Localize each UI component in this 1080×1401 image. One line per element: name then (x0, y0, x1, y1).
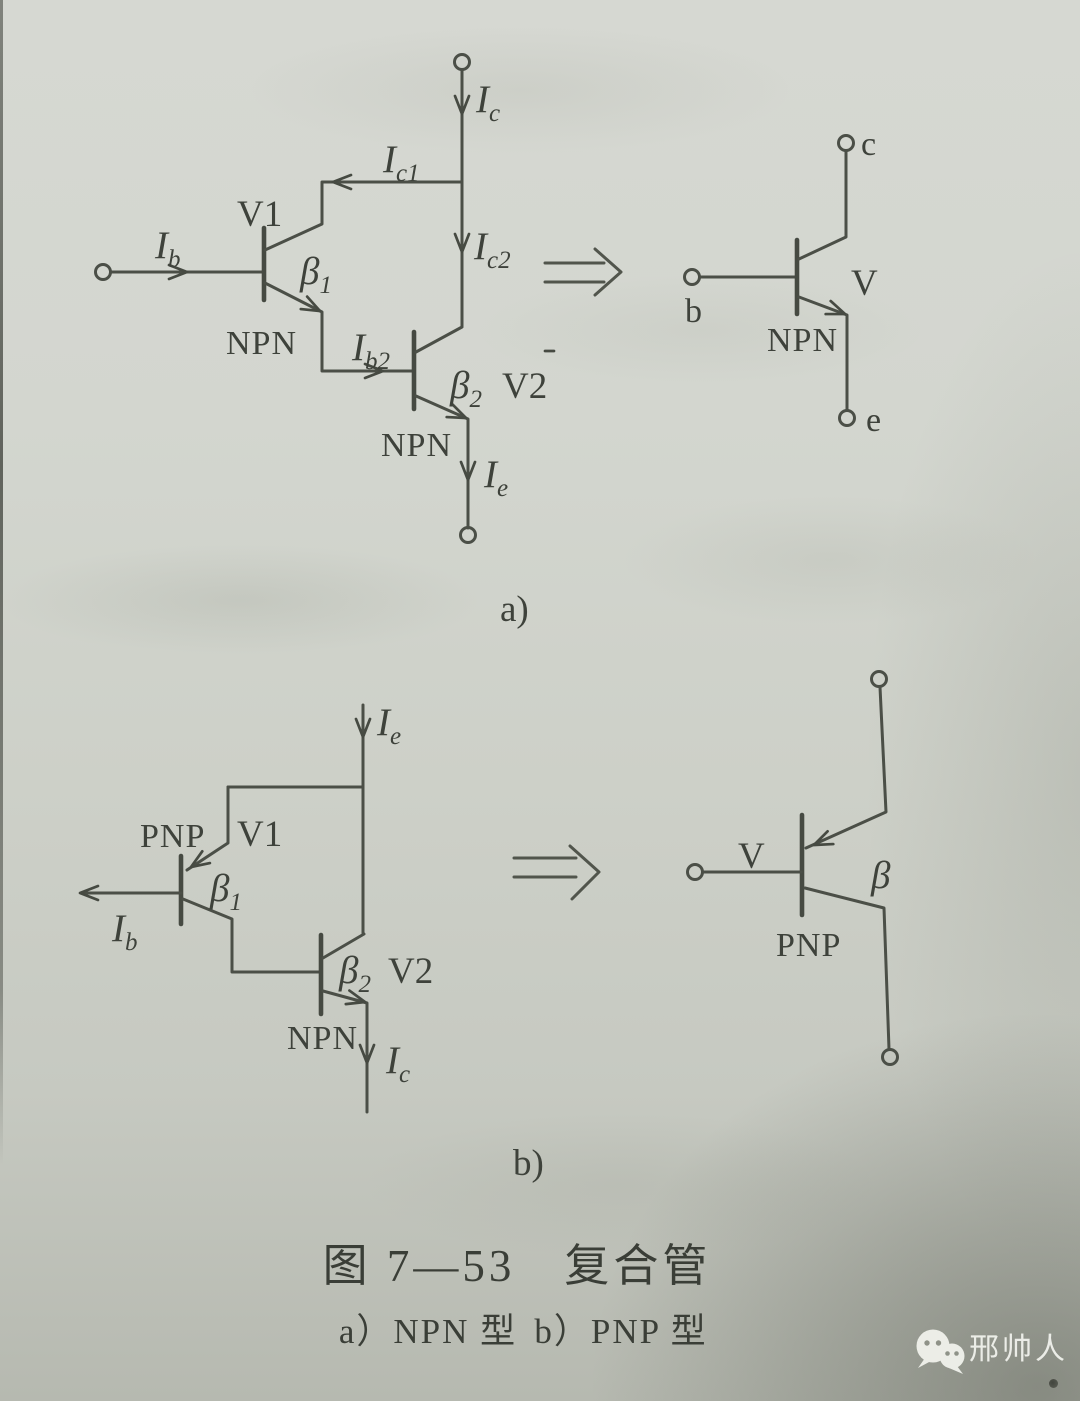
implies-chevron (593, 247, 623, 297)
base-terminal-node (686, 863, 704, 881)
ie-label: Ie (376, 701, 401, 750)
ie-label: Ie (483, 453, 508, 502)
collector-terminal-node (881, 1048, 899, 1066)
equivalent-name-label: V (851, 263, 878, 304)
collector-wire (797, 149, 848, 261)
ib-label: Ib (154, 224, 181, 273)
collector-terminal-node (453, 53, 471, 71)
watermark-text: 邢帅人 (969, 1333, 1068, 1366)
ic2-label: Ic2 (473, 225, 511, 274)
figure-caption: 图 7—53 复合管 a）NPN 型 b）PNP 型 (323, 1241, 712, 1351)
ib-label: Ib (111, 907, 138, 956)
v1-type-label: NPN (226, 325, 297, 362)
v1-type-label: PNP (140, 818, 205, 855)
v2-collector-wire (414, 325, 464, 354)
v2-beta-label: β2 (338, 949, 371, 998)
implies-arrow-b (512, 844, 601, 901)
emitter-terminal-node (459, 526, 477, 544)
v2-collector-wire (321, 932, 366, 960)
v1-beta-label: β1 (209, 867, 242, 916)
caption-title: 图 7—53 复合管 (323, 1241, 712, 1291)
v2-emitter-wire (321, 989, 369, 1114)
equivalent-name-label: V (738, 836, 765, 877)
equivalent-type-label: PNP (776, 927, 841, 964)
implies-arrow-a (543, 247, 623, 297)
v1-emitter-to-v2-base-wire (263, 281, 415, 373)
terminal-b-label: b (685, 293, 702, 330)
base-terminal-node (683, 268, 701, 286)
diagram-b-composite-pnp: Ie PNP V1 β1 Ib β2 V2 NPN Ic (78, 701, 433, 1114)
terminal-e-label: e (866, 402, 881, 439)
v1-name-label: V1 (237, 814, 282, 855)
equivalent-type-label: NPN (767, 322, 838, 359)
page-edge-shadow (0, 0, 3, 1165)
v1-collector-wire (263, 180, 464, 252)
v2-name-label: V2 (388, 951, 433, 992)
v1-emitter-wire (185, 785, 230, 872)
ic1-label: Ic1 (382, 138, 420, 187)
emitter-terminal-node (838, 409, 856, 427)
collector-terminal-node (837, 134, 855, 152)
caption-item-a: a）NPN 型 (339, 1312, 517, 1351)
diagram-a-equivalent-npn: b c e V NPN (683, 126, 881, 439)
v1-beta-label: β1 (299, 250, 332, 299)
emitter-wire (804, 685, 888, 850)
v2-name-label: V2 (502, 366, 547, 407)
sublabel-b: b) (513, 1143, 544, 1184)
wechat-icon (916, 1329, 965, 1374)
caption-item-b: b）PNP 型 (534, 1312, 707, 1351)
ic-label: Ic (475, 78, 500, 127)
implies-chevron (568, 844, 601, 901)
ink-speck (1049, 1379, 1058, 1388)
v1-name-label: V1 (237, 194, 282, 235)
input-terminal-node (94, 263, 112, 281)
v2-type-label: NPN (381, 427, 452, 464)
collector-wire (803, 886, 891, 1051)
ic-label: Ic (385, 1039, 410, 1088)
implies-lines (512, 856, 578, 879)
emitter-terminal-node (870, 670, 888, 688)
v1-collector-to-v2-base-wire (181, 897, 322, 974)
diagram-b-equivalent-pnp: V β PNP (686, 670, 899, 1066)
v2-type-label: NPN (287, 1020, 358, 1057)
sublabel-a: a) (500, 589, 529, 630)
implies-lines (543, 261, 606, 284)
terminal-c-label: c (861, 126, 876, 163)
watermark: 邢帅人 (916, 1329, 1068, 1374)
diagram-a-composite-npn: Ib V1 Ic1 Ic Ic2 β1 NPN Ib2 β2 V2 NPN Ie (94, 53, 556, 544)
equivalent-beta-label: β (870, 854, 891, 897)
v2-beta-label: β2 (449, 364, 482, 413)
emitter-wire (797, 295, 849, 412)
v2-emitter-wire (414, 394, 470, 530)
ib2-label: Ib2 (351, 326, 390, 375)
